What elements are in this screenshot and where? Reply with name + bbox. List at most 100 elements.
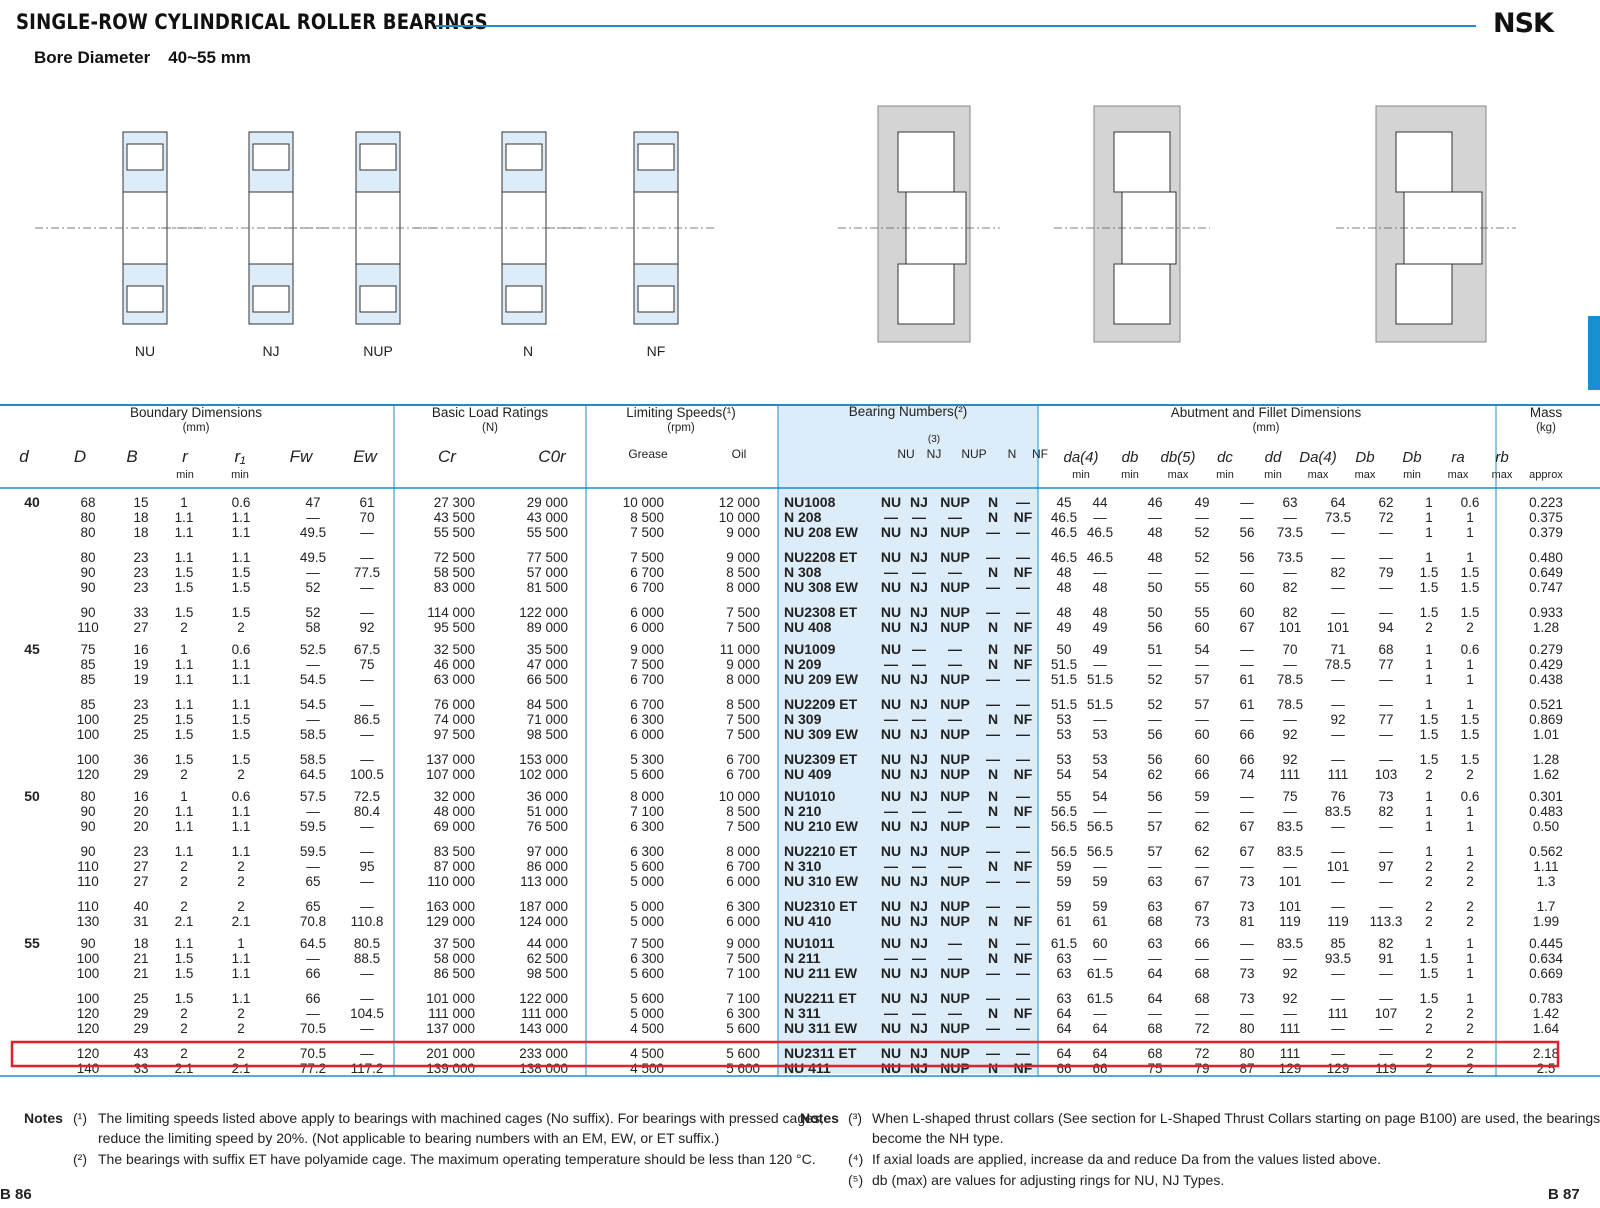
- table-cell: 61: [359, 495, 374, 510]
- table-cell: —: [360, 844, 374, 859]
- note-5-mark: (⁵): [848, 1172, 864, 1188]
- table-cell: 2: [1466, 767, 1474, 782]
- table-cell: 59.5: [300, 819, 326, 834]
- table-cell: 2: [180, 620, 188, 635]
- table-cell: —: [1148, 510, 1162, 525]
- table-cell: —: [360, 966, 374, 981]
- table-cell: 92: [1282, 966, 1297, 981]
- bearing-type: NUP: [940, 965, 970, 981]
- bearing-type: —: [1016, 524, 1030, 540]
- table-cell: —: [1240, 642, 1254, 657]
- table-cell: —: [1148, 657, 1162, 672]
- bearing-number: NU2208 ET: [784, 549, 858, 565]
- table-cell: 51 000: [527, 804, 568, 819]
- table-cell: 63: [1147, 874, 1162, 889]
- table-cell: 100: [77, 727, 100, 742]
- note-4-line1: If axial loads are applied, increase da …: [872, 1151, 1381, 1167]
- table-cell: 75: [1282, 789, 1297, 804]
- bearing-type: NJ: [910, 726, 928, 742]
- table-cell: 57: [1194, 697, 1209, 712]
- table-cell: 65: [305, 899, 320, 914]
- table-cell: —: [1195, 804, 1209, 819]
- table-cell: —: [1379, 991, 1393, 1006]
- table-cell: —: [1331, 525, 1345, 540]
- table-cell: 56: [1147, 620, 1162, 635]
- table-cell: 54: [1092, 767, 1108, 782]
- table-cell: —: [1379, 874, 1393, 889]
- table-cell: 2: [1466, 874, 1474, 889]
- column-header: NU: [897, 447, 914, 461]
- table-cell: 64: [1056, 1046, 1072, 1061]
- table-cell: 29: [133, 767, 148, 782]
- table-cell: 29 000: [527, 495, 568, 510]
- table-cell: 8 000: [726, 844, 760, 859]
- table-cell: 51.5: [1087, 697, 1113, 712]
- table-cell: 90: [80, 580, 95, 595]
- table-cell: 68: [1147, 1046, 1162, 1061]
- bearing-type: —: [1016, 843, 1030, 859]
- table-cell: 2: [1466, 914, 1474, 929]
- bearing-number: NU 308 EW: [784, 579, 859, 595]
- table-cell: 59: [1056, 899, 1071, 914]
- table-cell: 5 600: [630, 966, 664, 981]
- table-cell: 32 000: [434, 789, 475, 804]
- table-cell: 66: [305, 966, 320, 981]
- bearing-type: —: [884, 509, 898, 525]
- mass-cell: 0.480: [1529, 550, 1563, 565]
- table-cell: 82: [1378, 936, 1393, 951]
- table-cell: 66 500: [527, 672, 568, 687]
- table-cell: 45: [1056, 495, 1071, 510]
- bearing-type: NJ: [910, 990, 928, 1006]
- table-cell: 90: [80, 605, 95, 620]
- table-cell: 120: [77, 1021, 100, 1036]
- column-subheader: min: [1121, 469, 1139, 481]
- bore-diameter-d: 40: [24, 494, 40, 510]
- notes-left-label: Notes: [24, 1110, 63, 1126]
- table-cell: 60: [1092, 936, 1107, 951]
- table-cell: 1: [1425, 936, 1433, 951]
- table-cell: 65: [305, 874, 320, 889]
- table-cell: 54.5: [300, 672, 326, 687]
- bearing-type: NF: [1014, 858, 1033, 874]
- table-cell: 1: [1466, 819, 1474, 834]
- bearing-type: NUP: [940, 788, 970, 804]
- bearing-type: —: [1016, 873, 1030, 889]
- table-cell: 50: [1147, 605, 1162, 620]
- table-cell: 46 000: [434, 657, 475, 672]
- bearing-type: NUP: [940, 696, 970, 712]
- table-cell: —: [1195, 510, 1209, 525]
- table-cell: 1.5: [175, 565, 194, 580]
- table-cell: 110.8: [351, 914, 384, 929]
- table-cell: 46.5: [1051, 550, 1077, 565]
- table-cell: 53: [1092, 752, 1107, 767]
- table-cell: 67: [1194, 874, 1209, 889]
- table-cell: 5 600: [630, 859, 664, 874]
- mass-cell: 0.279: [1529, 642, 1563, 657]
- diagram-label: NUP: [363, 343, 393, 359]
- bearing-type: —: [986, 549, 1000, 565]
- table-cell: 75: [80, 642, 95, 657]
- table-cell: 1.1: [175, 844, 194, 859]
- table-cell: —: [1331, 991, 1345, 1006]
- table-cell: 55 500: [434, 525, 475, 540]
- bearing-type: —: [1016, 671, 1030, 687]
- table-cell: 63: [1056, 991, 1071, 1006]
- table-cell: 23: [133, 565, 148, 580]
- table-cell: 27: [133, 620, 148, 635]
- table-cell: —: [360, 525, 374, 540]
- table-cell: 1: [237, 936, 245, 951]
- bearing-type: —: [884, 950, 898, 966]
- table-cell: 124 000: [519, 914, 568, 929]
- table-cell: —: [360, 1021, 374, 1036]
- bearing-type: N: [988, 766, 998, 782]
- bearing-number: NU 411: [784, 1060, 831, 1076]
- table-cell: 66: [305, 991, 320, 1006]
- bearing-type: NJ: [910, 549, 928, 565]
- mass-cell: 0.483: [1529, 804, 1563, 819]
- table-cell: 36 000: [527, 789, 568, 804]
- table-cell: 2: [237, 620, 245, 635]
- table-cell: 1.1: [232, 844, 251, 859]
- table-cell: 1.5: [175, 727, 194, 742]
- column-subheader: max: [1308, 469, 1329, 481]
- table-cell: 33: [133, 1061, 148, 1076]
